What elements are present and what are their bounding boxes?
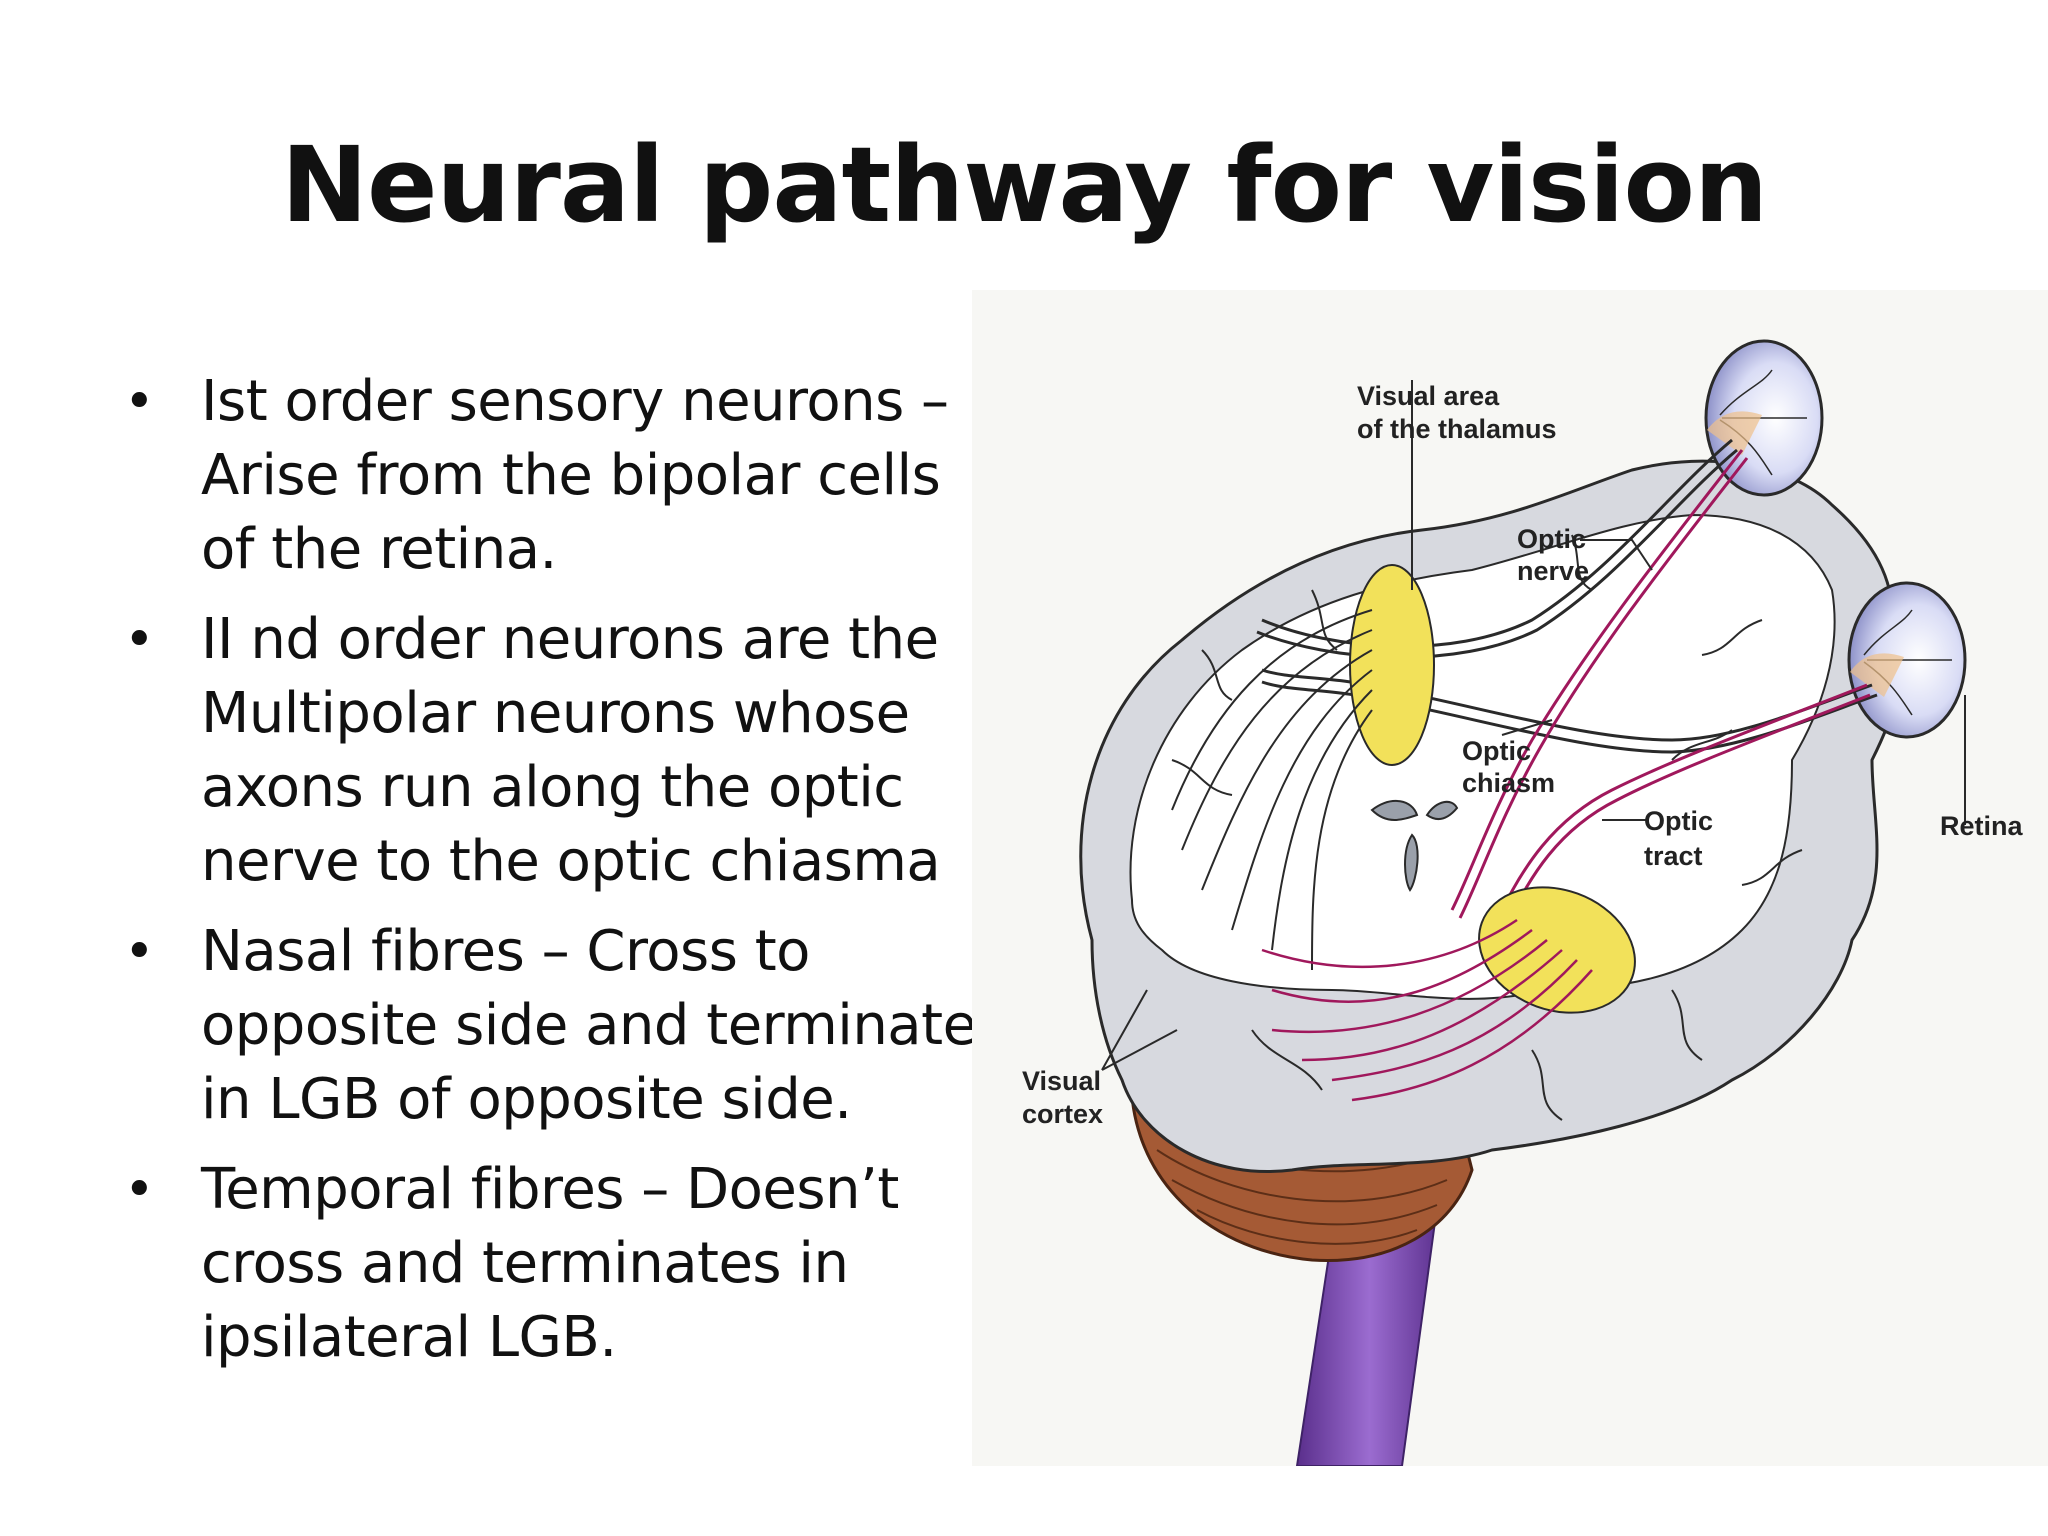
visual-pathway-diagram: Visual area of the thalamus Optic nerve … [1022,339,2024,1466]
label-optic-nerve-2: nerve [1517,556,1589,586]
bullet-list: • Ist order sensory neurons – Arise from… [118,365,998,1391]
label-optic-chiasm-1: Optic [1462,736,1531,766]
bullet-line: Multipolar neurons whose [201,681,910,746]
label-visual-cortex-2: cortex [1022,1099,1103,1129]
optic-radiation-left [1171,609,1373,971]
label-optic-chiasm-2: chiasm [1462,768,1555,798]
ventricles [1370,800,1459,892]
brain-gyri [1171,534,1803,1121]
bullet-item: • Ist order sensory neurons – Arise from… [118,365,998,587]
visual-pathway-figure: Visual area of the thalamus Optic nerve … [972,290,2048,1466]
optic-radiation-right [1261,918,1593,1102]
bullet-line: nerve to the optic chiasma [201,829,941,894]
leader-lines [1101,380,1966,1071]
bullet-line: axons run along the optic [201,755,904,820]
thalamus-nucleus-right [1478,886,1636,1014]
bullet-dot-icon: • [124,922,155,982]
bullet-dot-icon: • [124,1160,155,1220]
label-optic-tract-1: Optic [1644,806,1713,836]
bullet-line: cross and terminates in [201,1231,849,1296]
label-of-the-thalamus: of the thalamus [1357,414,1557,444]
bullet-line: ipsilateral LGB. [201,1305,617,1370]
label-visual-area: Visual area [1357,381,1500,411]
nasal-fibres [1450,449,1871,919]
bullet-item: • Nasal fibres – Cross to opposite side … [118,915,998,1137]
bullet-line: of the retina. [201,517,557,582]
bullet-line: in LGB of opposite side. [201,1067,852,1132]
slide-title: Neural pathway for vision [280,124,1768,246]
bullet-line: Ist order sensory neurons – [201,369,949,434]
label-retina: Retina [1940,811,2024,841]
label-optic-tract-2: tract [1644,841,1703,871]
bullet-line: II nd order neurons are the [201,607,939,672]
bullet-line: Temporal fibres – Doesn’t [201,1157,899,1222]
bullet-dot-icon: • [124,610,155,670]
bullet-dot-icon: • [124,372,155,432]
bullet-line: Arise from the bipolar cells [201,443,941,508]
bullet-item: • II nd order neurons are the Multipolar… [118,603,998,899]
label-optic-nerve-1: Optic [1517,524,1586,554]
bullet-line: Nasal fibres – Cross to [201,919,810,984]
left-eye [1847,581,1967,739]
label-visual-cortex-1: Visual [1022,1066,1101,1096]
bullet-item: • Temporal fibres – Doesn’t cross and te… [118,1153,998,1375]
thalamus-nucleus-left [1349,564,1435,766]
right-eye [1704,339,1824,497]
bullet-line: opposite side and terminate [201,993,977,1058]
